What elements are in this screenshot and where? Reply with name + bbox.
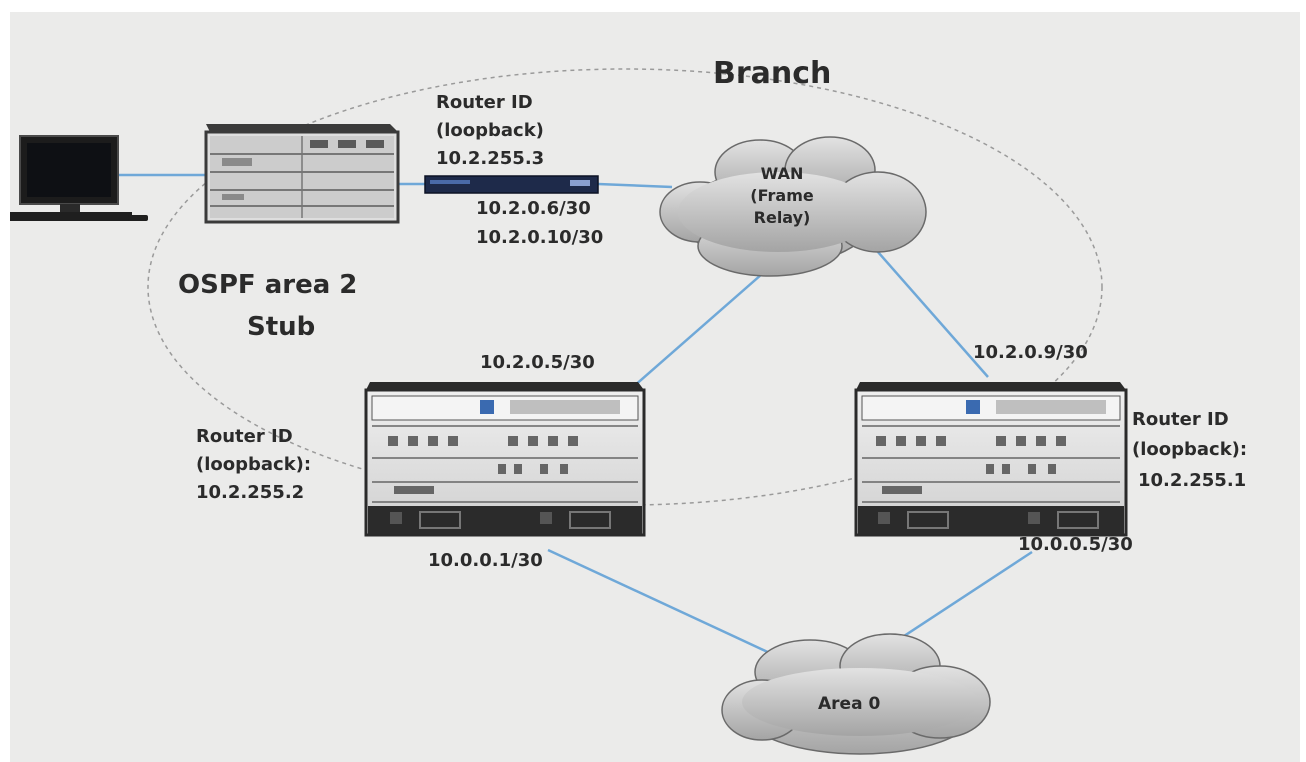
link-wan-to-right-router [877, 251, 989, 378]
wan-cloud-label-line1: WAN [760, 164, 804, 183]
left-router-area0-interface: 10.0.0.1/30 [428, 550, 543, 571]
right-router-icon [854, 382, 1128, 537]
wan-cloud-icon [659, 136, 927, 277]
right-router-wan-interface: 10.2.0.9/30 [973, 342, 1088, 363]
branch-title: Branch [713, 56, 832, 91]
right-router-id-label-line2: (loopback): [1132, 439, 1248, 460]
workstation-icon [10, 135, 148, 221]
network-diagram [10, 68, 1128, 755]
left-router-wan-interface: 10.2.0.5/30 [480, 352, 595, 373]
diagram-canvas: Branch Router ID (loopback) 10.2.255.3 1… [10, 12, 1300, 762]
wan-cloud-label-line2: (Frame [750, 186, 814, 205]
left-router-icon [364, 382, 646, 537]
right-router-id-label-line1: Router ID [1132, 409, 1229, 430]
ospf-area-label-line2: Stub [247, 312, 316, 342]
wan-cloud-label-line3: Relay) [753, 208, 811, 227]
top-router-id-label-line1: Router ID [436, 92, 533, 113]
link-top-router-to-wan [597, 182, 673, 189]
right-router-id-value: 10.2.255.1 [1138, 470, 1247, 491]
left-router-id-label-line2: (loopback): [196, 454, 312, 475]
branch-area-boundary [147, 68, 1103, 506]
link-right-router-to-area0 [897, 550, 1033, 642]
top-router-id-value: 10.2.255.3 [436, 148, 545, 169]
area0-cloud-label: Area 0 [818, 694, 881, 714]
left-router-id-value: 10.2.255.2 [196, 482, 305, 503]
right-router-area0-interface: 10.0.0.5/30 [1018, 534, 1133, 555]
top-router-interface-1: 10.2.0.6/30 [476, 198, 591, 219]
top-router-id-label-line2: (loopback) [436, 120, 544, 141]
top-router-icon [424, 175, 599, 194]
left-router-id-label-line1: Router ID [196, 426, 293, 447]
area0-cloud-icon [721, 633, 991, 755]
branch-switch-icon [204, 124, 400, 224]
ospf-area-label-line1: OSPF area 2 [178, 270, 358, 300]
top-router-interface-2: 10.2.0.10/30 [476, 227, 604, 248]
link-wan-to-left-router [632, 266, 771, 388]
